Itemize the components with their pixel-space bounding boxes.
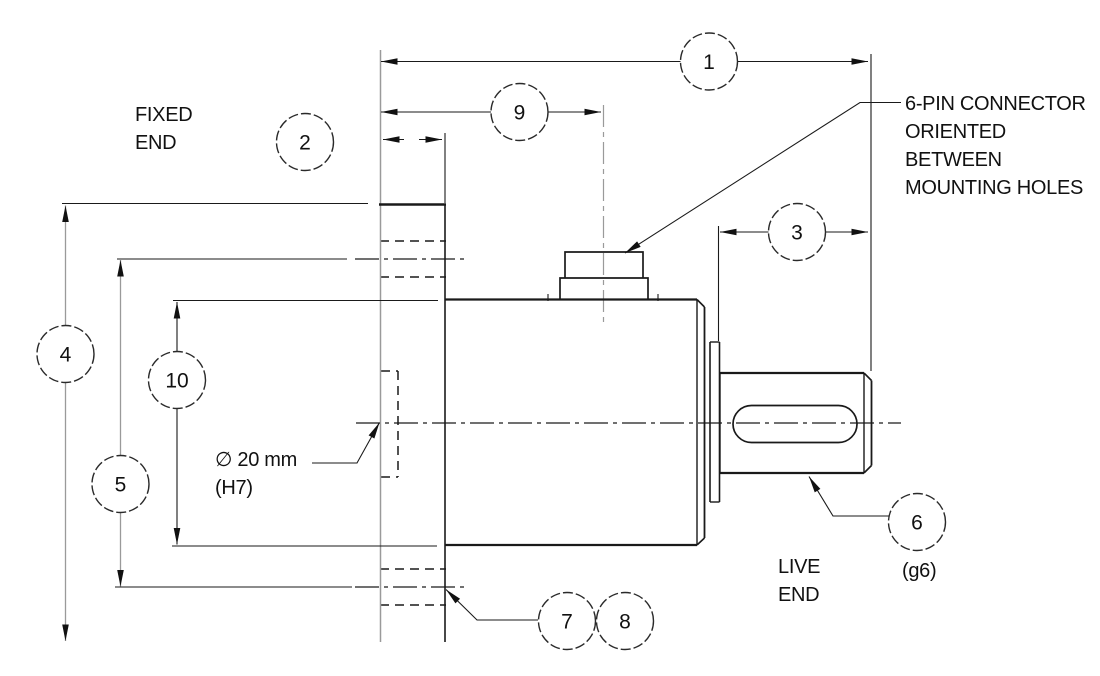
balloon-4-number: 4: [60, 344, 72, 367]
balloon-2: [275, 112, 335, 172]
bore-dim-leader: [312, 422, 380, 464]
shaft: [719, 371, 873, 475]
connector-note-leader: [624, 101, 901, 254]
body-chamfer: [696, 537, 706, 546]
shaft-chamfer: [863, 464, 873, 474]
balloon-8-number: 8: [619, 611, 631, 634]
balloon-group: 1 2 3 4 5 6 7 8 9 10: [36, 32, 947, 651]
balloon-6-number: 6: [911, 512, 923, 535]
mounting-plate: [379, 50, 446, 642]
balloon-9-number: 9: [514, 102, 526, 125]
sensor-body: [445, 294, 706, 547]
keyway: [732, 404, 858, 444]
balloon-7-leader: [445, 589, 538, 621]
balloon-2-number: 2: [299, 132, 311, 155]
fixed-end-label: FIXED END: [135, 104, 193, 154]
balloon-7-number: 7: [561, 611, 573, 634]
balloon-3: [767, 202, 827, 262]
live-end-label: LIVE END: [778, 556, 821, 606]
hidden-features: [380, 240, 446, 606]
connector-lower-box: [559, 277, 649, 300]
balloon-5-number: 5: [115, 474, 127, 497]
six-pin-connector: [559, 251, 649, 300]
balloon-6-leader: [808, 476, 889, 517]
balloon-5: [91, 454, 150, 514]
balloon-8: [595, 591, 655, 651]
balloon-4: [36, 324, 95, 384]
pilot-disc: [709, 341, 721, 503]
balloon-1: [679, 32, 739, 91]
balloon-3-number: 3: [791, 222, 803, 245]
connector-note-label: 6-PIN CONNECTOR ORIENTED BETWEEN MOUNTIN…: [905, 93, 1086, 199]
balloon-6: [887, 492, 947, 552]
bore-dimension-label: ∅ 20 mm (H7): [215, 449, 298, 499]
balloon-9: [490, 82, 549, 142]
balloon-10-number: 10: [165, 370, 188, 393]
shaft-chamfer: [863, 372, 873, 382]
shaft-fit-label: (g6): [902, 560, 937, 582]
centerlines: [355, 105, 901, 588]
body-chamfer: [696, 298, 706, 308]
connector-upper-box: [564, 251, 644, 278]
extension-lines: [62, 54, 872, 588]
balloon-7: [537, 591, 597, 651]
leader-lines: [312, 101, 901, 621]
balloon-1-number: 1: [703, 51, 715, 74]
balloon-10: [147, 350, 207, 410]
